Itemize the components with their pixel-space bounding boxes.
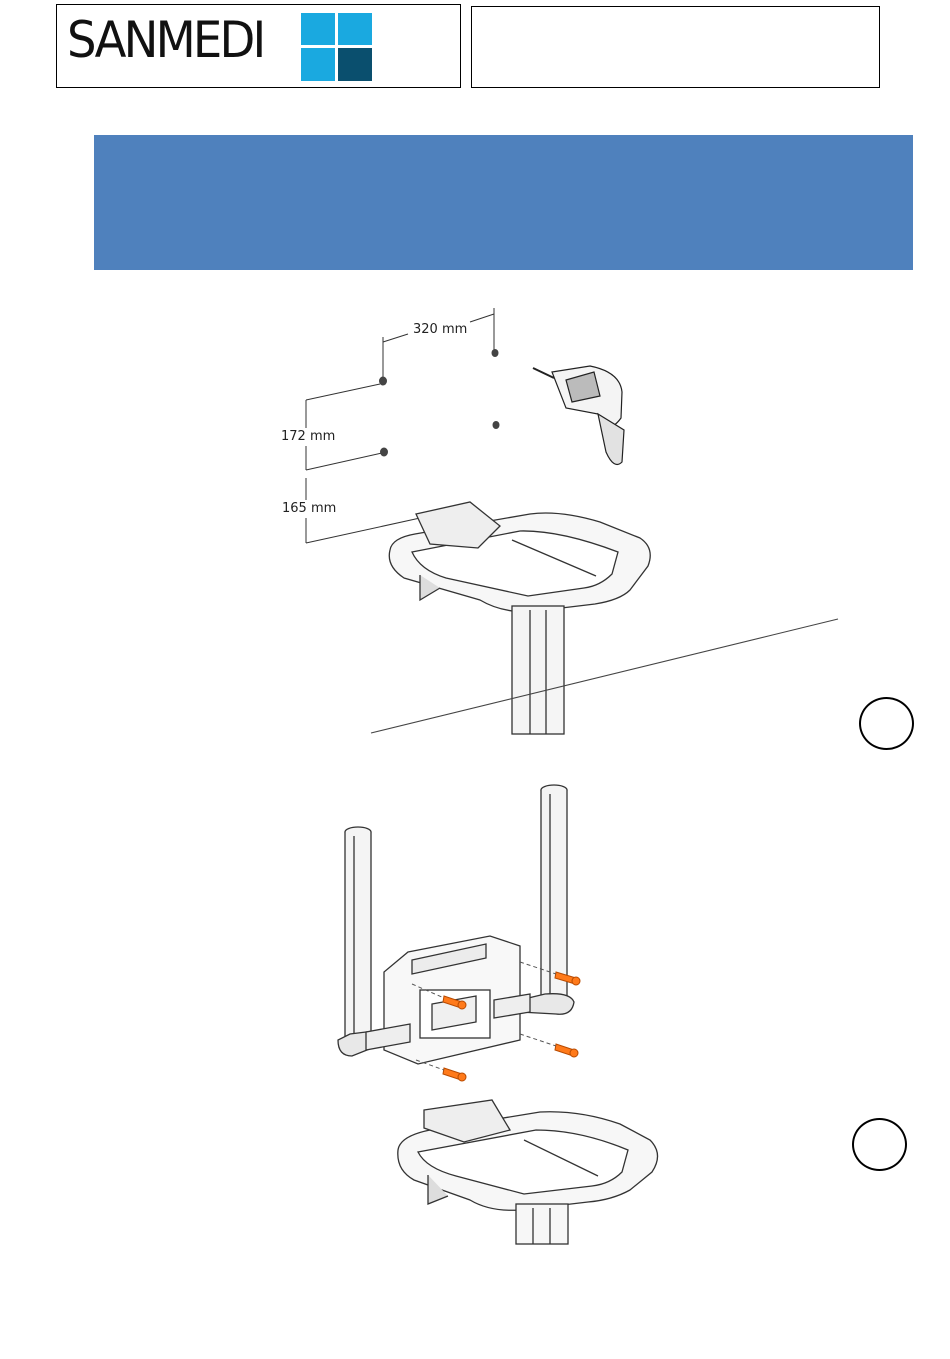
- stand-tray-2: [398, 1100, 658, 1244]
- dim-165: 165 mm: [282, 501, 336, 516]
- floor-line: [371, 619, 838, 733]
- drill-holes: [379, 349, 500, 457]
- left-pole-icon: [338, 827, 382, 1056]
- screw-guides: [412, 962, 556, 1070]
- screw-icon: [443, 972, 580, 1081]
- wall-bracket-icon: [366, 936, 530, 1064]
- pole-icon: [512, 606, 564, 734]
- step-marker-2: [852, 1118, 907, 1171]
- dim-320: 320 mm: [413, 322, 467, 337]
- stand-tray: [389, 502, 650, 612]
- step-marker-1: [859, 697, 914, 750]
- right-pole-icon: [520, 785, 574, 1014]
- dim-172: 172 mm: [281, 429, 335, 444]
- figure-drilling: 320 mm 172 mm 165 mm: [0, 0, 950, 760]
- drill-icon: [533, 366, 624, 464]
